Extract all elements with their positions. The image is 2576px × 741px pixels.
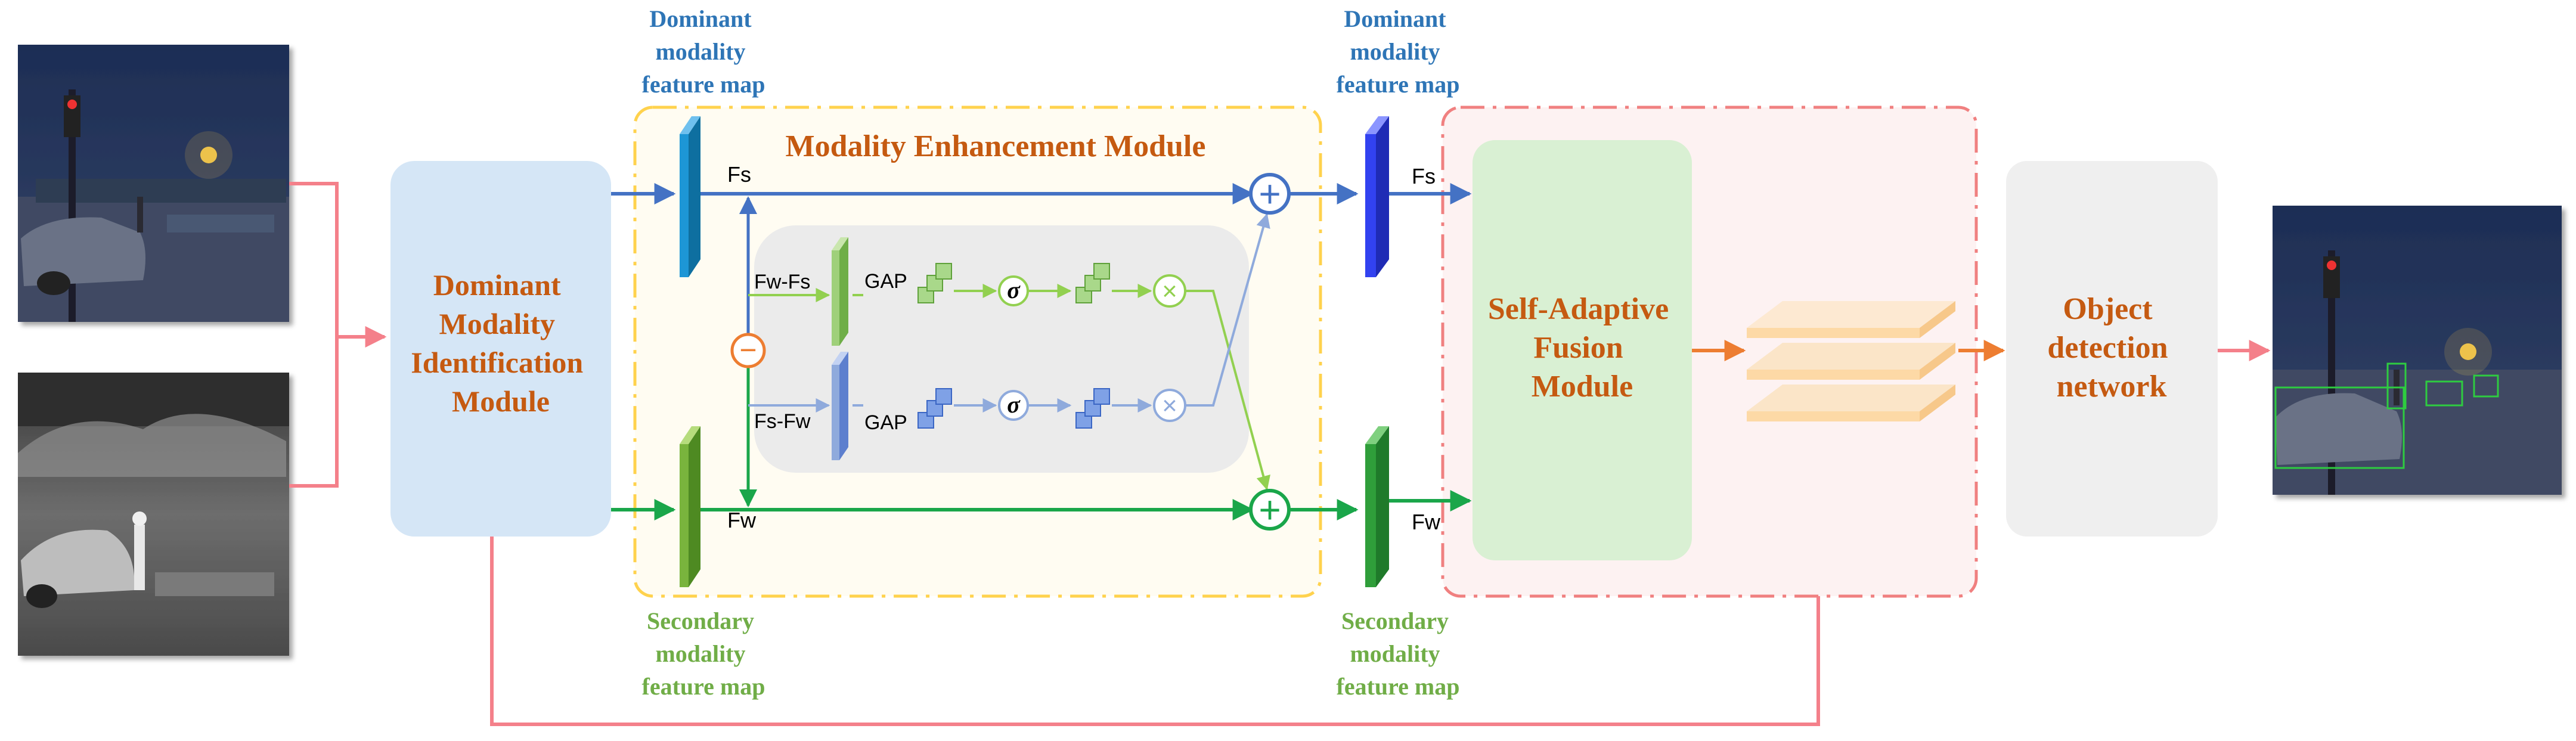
infrared-input-image [18,373,289,656]
fc-cubes-top [1075,263,1110,303]
fwfs-feature-map [832,237,848,346]
saf-line-3: Module [1532,370,1633,404]
odn-line-3: network [2057,370,2167,404]
fsfw-feature-map [832,352,848,460]
odn-line-2: detection [2047,331,2168,365]
svg-text:Secondary modality fea: Secondary modality feature map [642,607,765,700]
odn-module: Object detection network [2006,161,2218,537]
secondary-label-1-line-1: Secondary [647,607,754,634]
gap-cubes-bottom [917,388,952,429]
subtract-node: − [730,333,766,368]
dominant-label-2-line-2: modality [1350,38,1440,65]
times-top: × [1162,277,1177,306]
sigma-top: σ [1007,277,1021,303]
rgb-input-image [18,45,289,322]
attention-block [754,225,1249,473]
fused-feature-stack [1747,301,1955,421]
dmi-line-1: Dominant [433,268,561,302]
saf-module: Self-Adaptive Fusion Module [1473,140,1692,560]
bottom-attention-chain: σ × [853,388,1186,429]
dmi-line-2: Modality [439,307,555,340]
times-bottom: × [1162,391,1177,420]
svg-text:Self-Adaptive Fusion: Self-Adaptive Fusion Module [1488,292,1676,404]
top-attention-chain: σ × [853,263,1186,308]
svg-text:+: + [1258,488,1281,531]
detection-output-image [2273,206,2562,495]
secondary-label-1-line-3: feature map [642,673,765,700]
dominant-label-1-line-1: Dominant [649,5,752,32]
add-node-bottom: + [1249,488,1291,531]
fw-feature-map-2 [1365,426,1389,587]
gap-cubes-top [917,263,952,303]
fw-token-2: Fw [1412,510,1441,534]
saf-line-1: Self-Adaptive [1488,292,1669,326]
fw-token-1: Fw [727,508,757,532]
fw-feature-map-1 [680,426,700,587]
dominant-label-1-line-2: modality [655,38,745,65]
fs-minus-fw-label: Fs-Fw [754,410,811,433]
times-top-to-plus-bottom [1185,290,1270,491]
fw-minus-fs-label: Fw-Fs [754,271,810,293]
mem-title: Modality Enhancement Module [786,129,1206,163]
dominant-label-1-line-3: feature map [642,71,765,98]
fs-feature-map-2 [1365,116,1389,277]
secondary-label-1-line-2: modality [655,640,745,667]
secondary-label-2-line-2: modality [1350,640,1440,667]
dmi-line-4: Module [452,385,550,418]
odn-line-1: Object [2063,292,2153,326]
svg-text:Dominant Modality: Dominant Modality Identification Module [411,268,590,418]
gap-label-bottom: GAP [864,411,907,434]
fc-cubes-bottom [1075,388,1110,429]
secondary-label-2-line-3: feature map [1337,673,1460,700]
fs-feature-map-1 [680,116,700,277]
saf-line-2: Fusion [1533,331,1623,365]
dominant-label-2-line-3: feature map [1337,71,1460,98]
svg-text:Object detection n: Object detection network [2047,292,2175,404]
sigma-bottom: σ [1007,391,1021,418]
add-node-top: + [1249,172,1291,215]
fs-token-2: Fs [1412,164,1436,188]
svg-text:−: − [739,333,757,367]
fs-token-1: Fs [727,162,751,187]
svg-text:Dominant modality feat: Dominant modality feature map [1337,5,1460,98]
gap-label-top: GAP [864,270,907,293]
svg-text:Secondary modality fea: Secondary modality feature map [1337,607,1460,700]
input-connectors [289,182,387,488]
dmi-module: Dominant Modality Identification Module [390,161,611,537]
dominant-label-2-line-1: Dominant [1344,5,1446,32]
svg-text:+: + [1258,172,1281,215]
dmi-line-3: Identification [411,346,583,379]
secondary-label-2-line-1: Secondary [1341,607,1449,634]
svg-text:Dominant modality feat: Dominant modality feature map [642,5,765,98]
times-bottom-to-plus-top [1185,213,1270,407]
